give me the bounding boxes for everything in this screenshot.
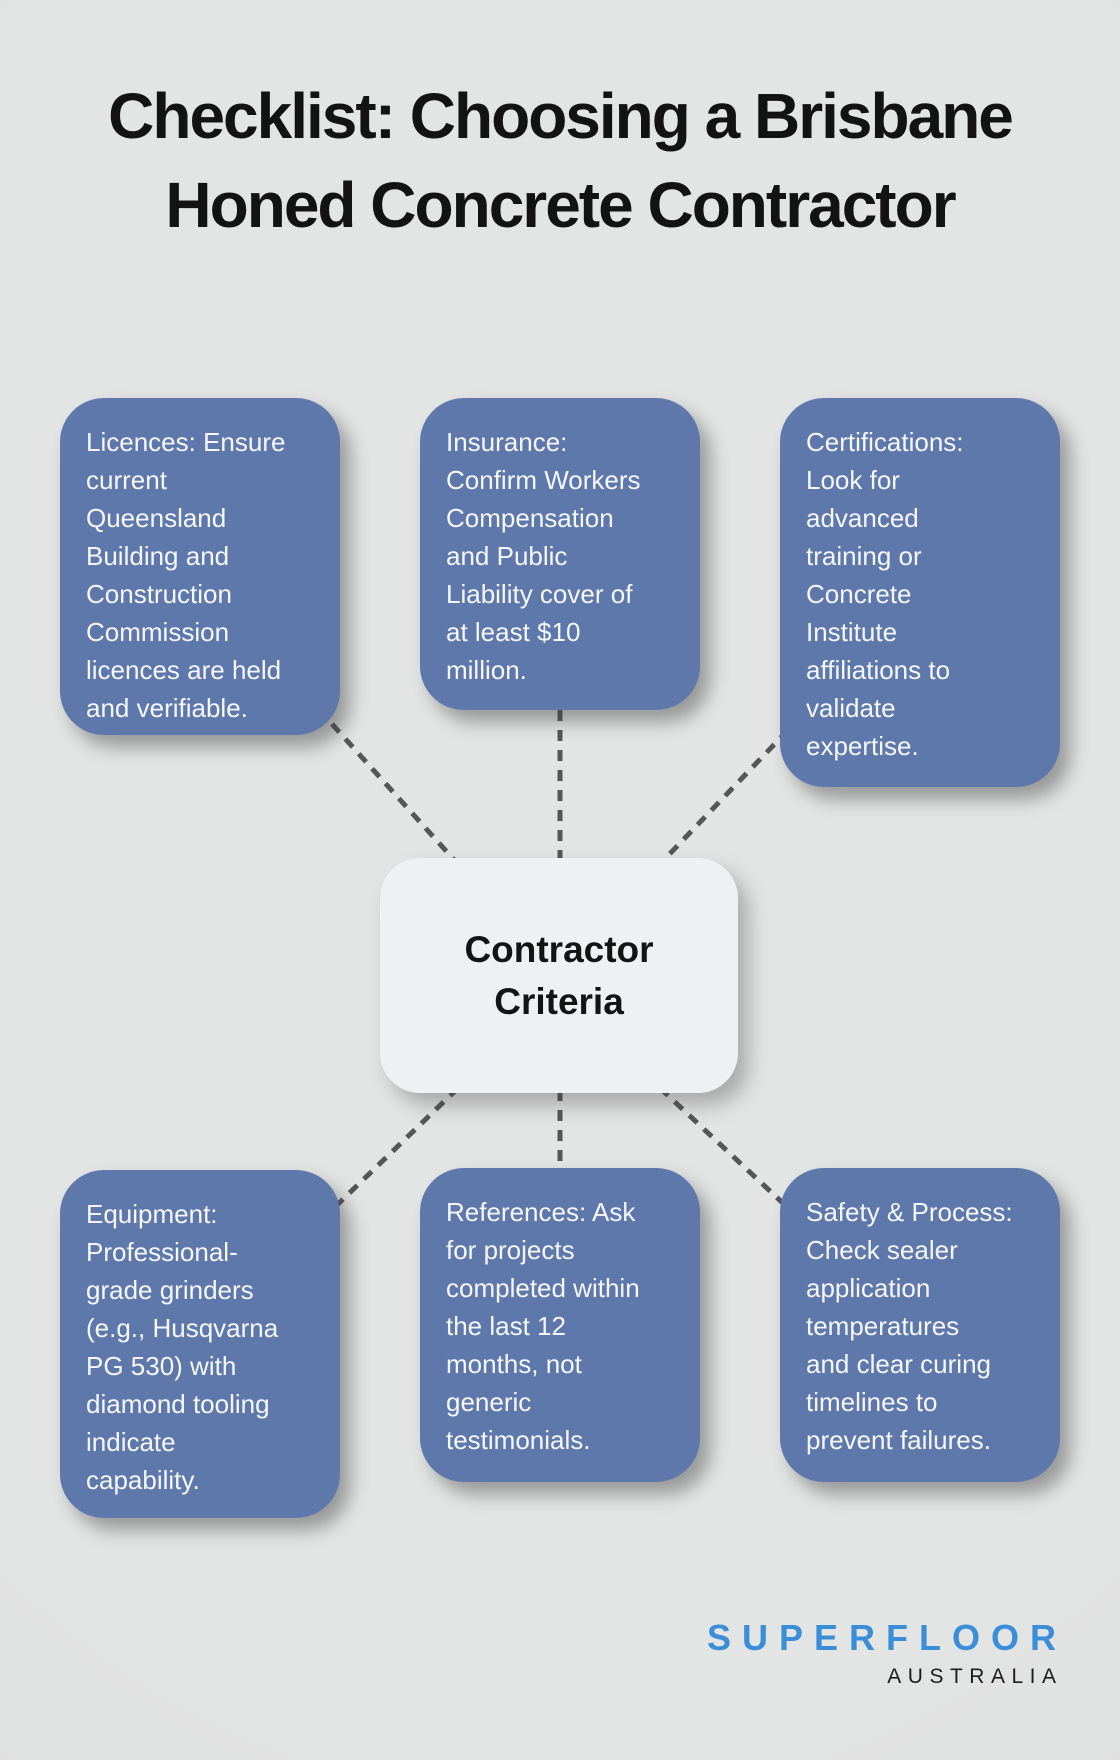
node-safety-process: Safety & Process: Check sealer applicati…	[780, 1168, 1060, 1482]
connector-center-equipment	[334, 1086, 460, 1208]
node-certifications: Certifications: Look for advanced traini…	[780, 398, 1060, 787]
node-licences: Licences: Ensure current Queensland Buil…	[60, 398, 340, 735]
page-title: Checklist: Choosing a Brisbane Honed Con…	[108, 80, 1014, 241]
center-node-contractor-criteria: Contractor Criteria	[380, 858, 738, 1093]
node-equipment: Equipment: Professional- grade grinders …	[60, 1170, 340, 1518]
connector-center-safety	[658, 1086, 788, 1208]
logo-superfloor-text: SUPERFLOOR	[706, 1617, 1067, 1658]
node-references: References: Ask for projects completed w…	[420, 1168, 700, 1482]
connector-certifications-center	[660, 728, 790, 864]
connector-licences-center	[330, 722, 458, 864]
logo: SUPERFLOOR AUSTRALIA	[707, 1620, 1056, 1688]
logo-australia-text: AUSTRALIA	[887, 1665, 1063, 1688]
node-insurance: Insurance: Confirm Workers Compensation …	[420, 398, 700, 710]
